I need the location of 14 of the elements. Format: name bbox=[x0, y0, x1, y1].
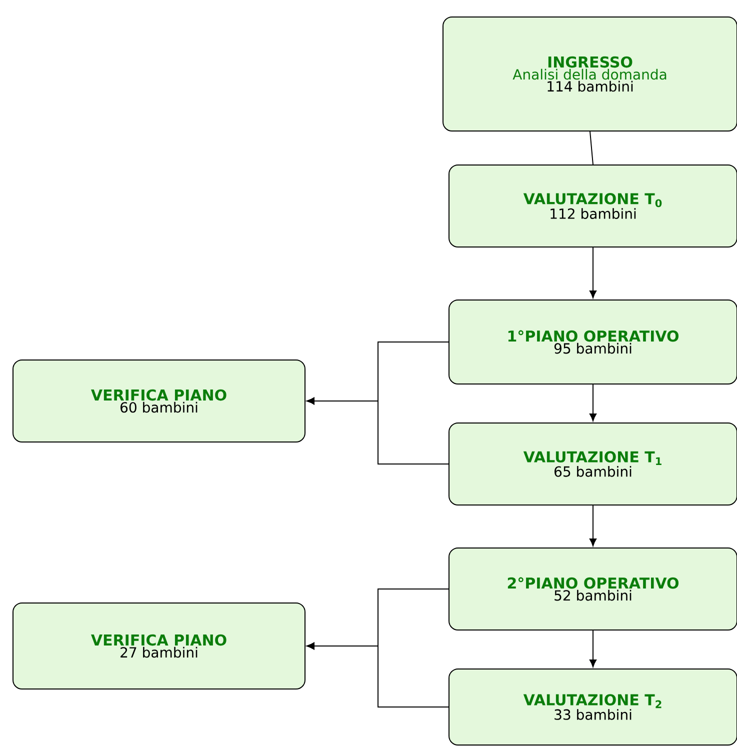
process-box: 2°PIANO OPERATIVO 52 bambini bbox=[448, 548, 737, 630]
process-box: 1°PIANO OPERATIVO 95 bambini bbox=[448, 300, 737, 384]
process-box: VALUTAZIONE T$_{0}$ 112 bambini bbox=[448, 164, 737, 248]
process-box: VALUTAZIONE T$_{1}$ 65 bambini bbox=[448, 422, 737, 506]
process-box: VERIFICA PIANO 60 bambini bbox=[12, 360, 306, 442]
process-box: INGRESSO Analisi della domanda 114 bambini bbox=[442, 16, 737, 132]
arrow bbox=[306, 397, 449, 464]
arrow bbox=[306, 642, 449, 708]
arrow bbox=[589, 247, 597, 298]
arrow bbox=[589, 505, 597, 546]
arrow bbox=[589, 630, 597, 668]
arrow bbox=[589, 384, 597, 422]
process-box: VERIFICA PIANO 27 bambini bbox=[12, 602, 306, 690]
process-box: VALUTAZIONE T$_{2}$ 33 bambini bbox=[448, 668, 737, 746]
